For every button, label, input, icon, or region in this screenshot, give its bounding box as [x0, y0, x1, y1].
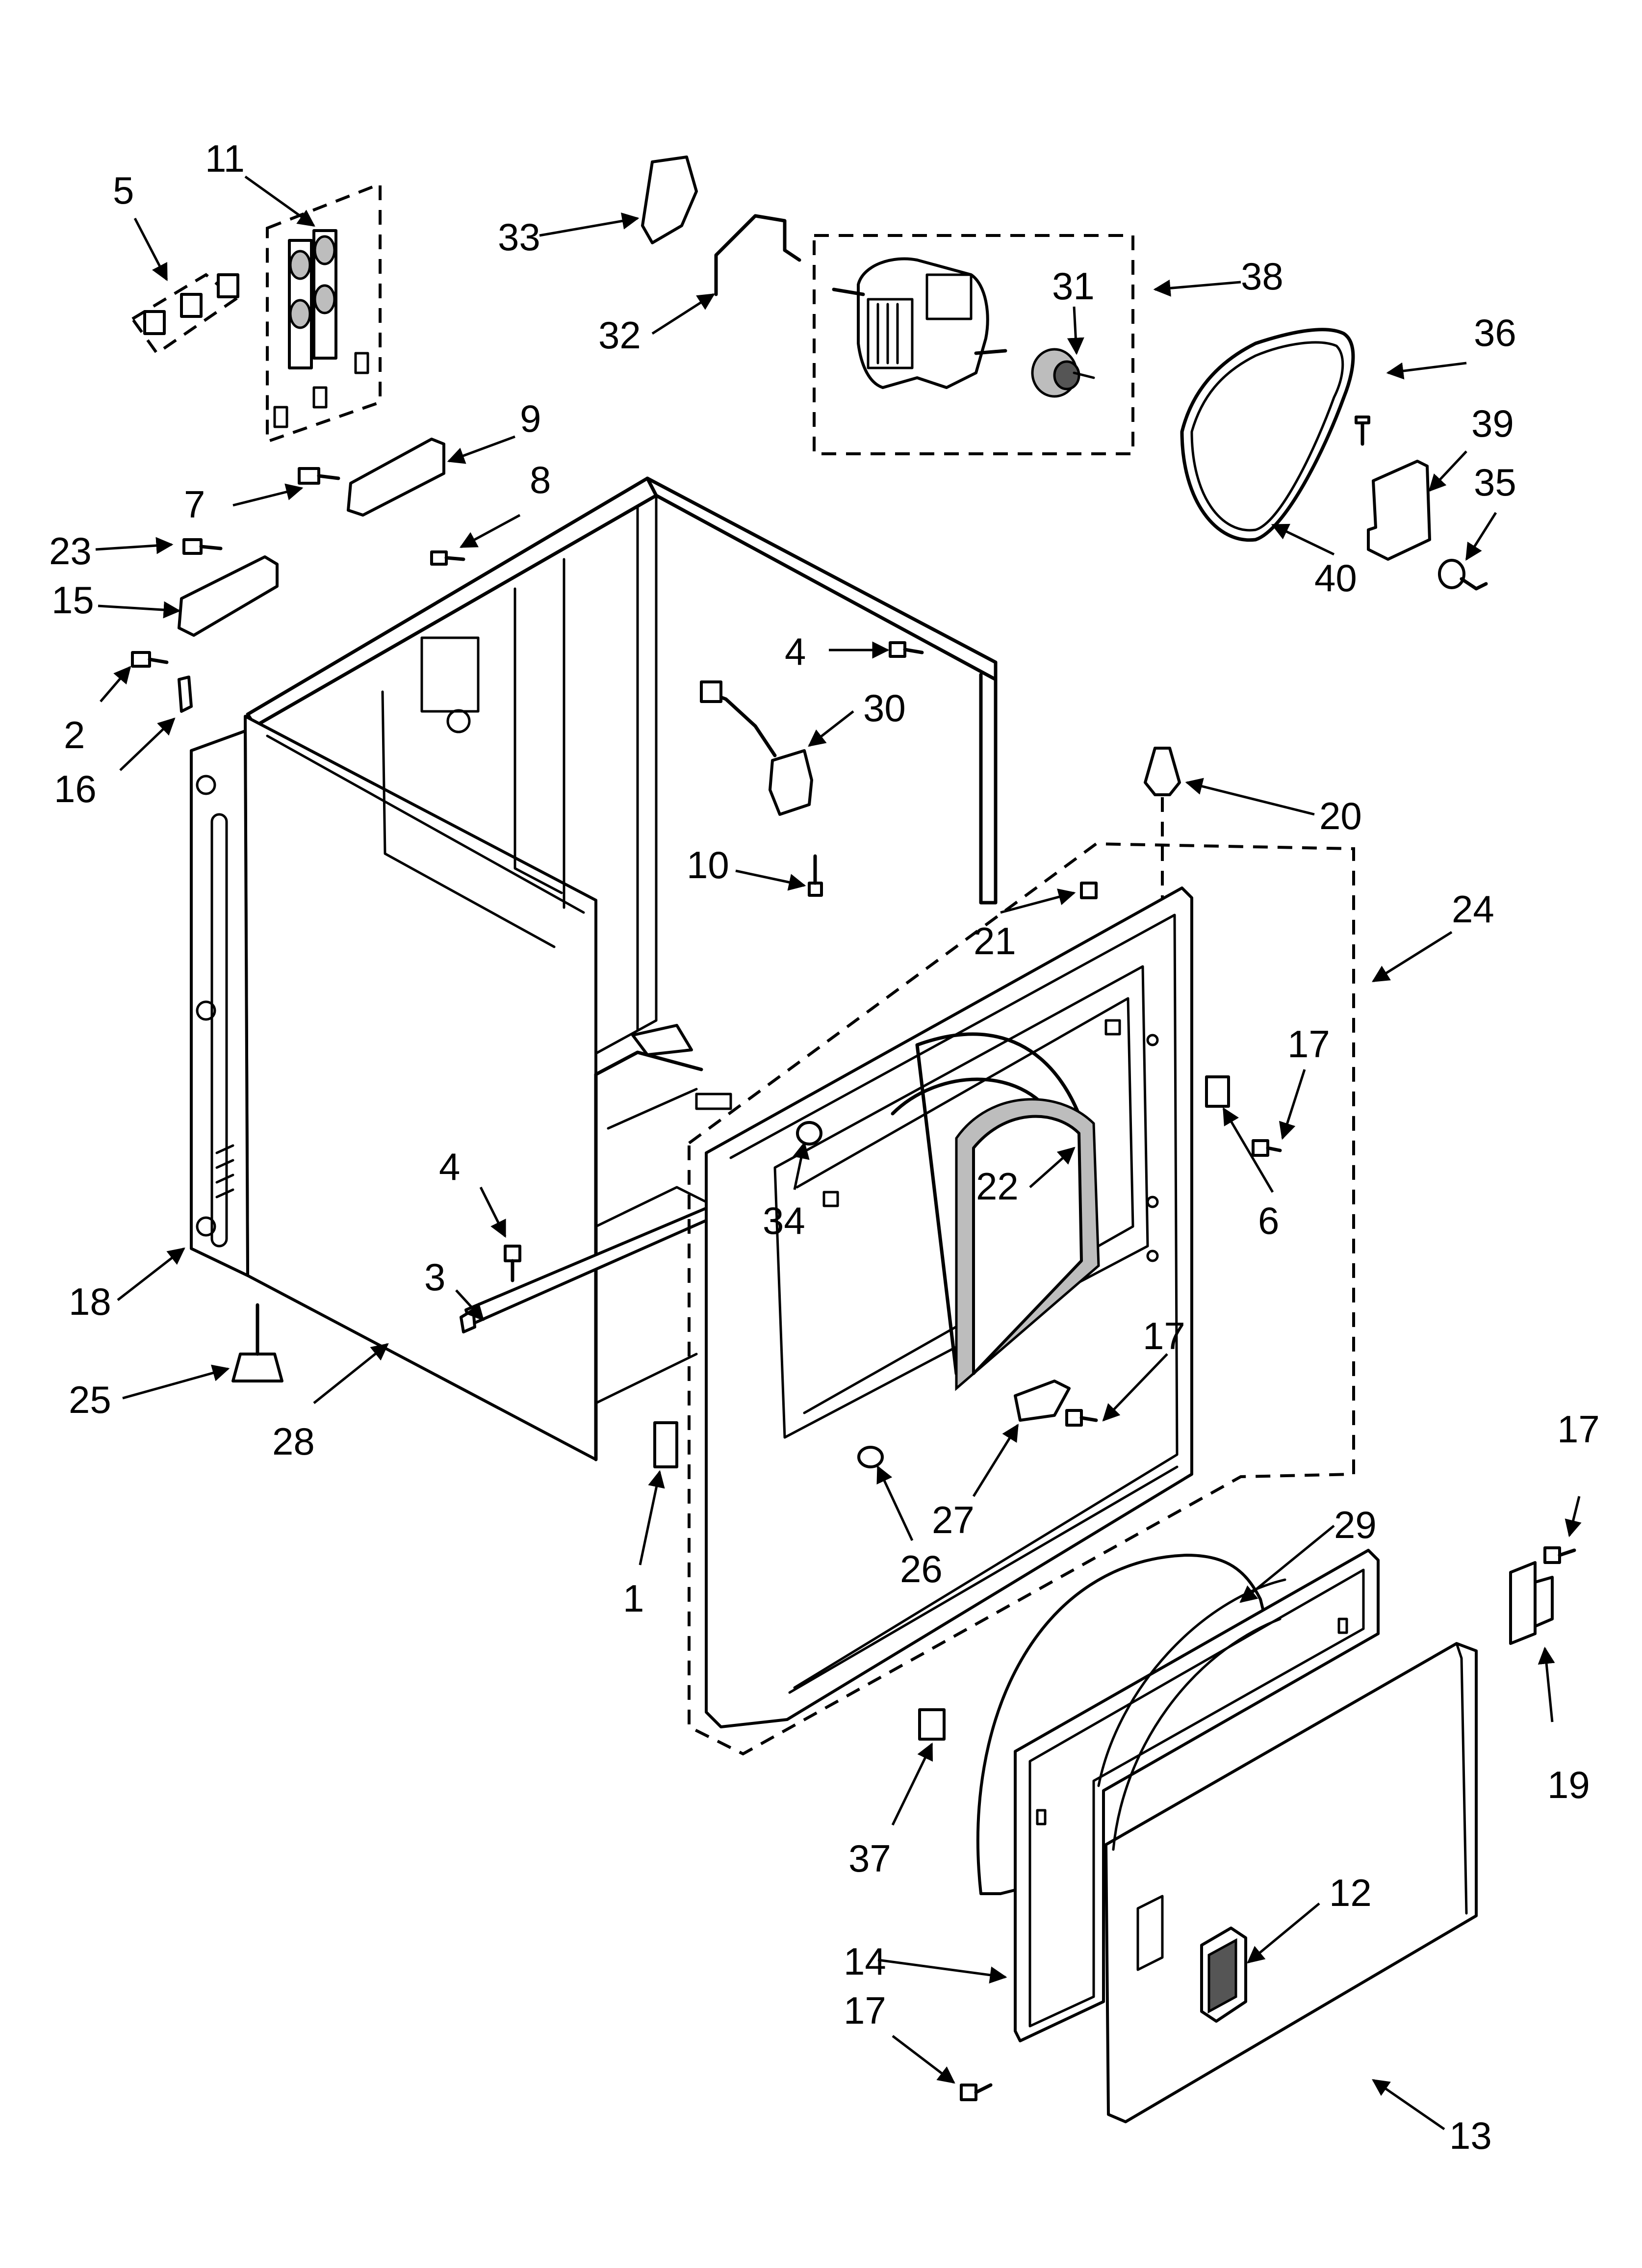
bracket-part-33 [641, 156, 698, 244]
idler-pulley-part-35 [1438, 559, 1488, 591]
drive-belt-inner-edge [1190, 341, 1344, 532]
screw-part-4-lower [504, 1245, 521, 1282]
callout-25: 25 [69, 1378, 111, 1421]
callout-29: 29 [1334, 1503, 1377, 1546]
terminal-block-part-9 [347, 438, 445, 517]
leveling-leg-part-25 [231, 1303, 283, 1382]
clip-part-27 [1014, 1380, 1071, 1422]
door-assembly [976, 1549, 1478, 2123]
callout-9: 9 [520, 397, 541, 440]
callout-6: 6 [1258, 1199, 1279, 1242]
clip-part-21 [1080, 882, 1098, 899]
callout-23: 23 [49, 529, 92, 573]
screw-part-8 [430, 550, 465, 566]
callout-13: 13 [1449, 2114, 1492, 2157]
callout-17-door: 17 [844, 1989, 886, 2032]
callout-2: 2 [64, 713, 85, 756]
callout-33: 33 [498, 215, 540, 259]
sensor-part-34 [796, 1121, 822, 1146]
callout-5: 5 [113, 169, 134, 212]
screw-part-17-right [1252, 1139, 1282, 1157]
connectors-part-5 [130, 273, 239, 356]
screw-part-17-hinge [1543, 1546, 1576, 1564]
clip-part-37 [918, 1708, 946, 1741]
callout-numbers: 11 5 33 32 38 31 36 39 35 40 9 7 8 23 15… [49, 137, 1600, 2157]
screw-part-10 [808, 854, 823, 897]
callout-40: 40 [1314, 556, 1357, 600]
callout-24: 24 [1452, 887, 1494, 931]
callout-38: 38 [1241, 255, 1283, 298]
callout-18: 18 [69, 1280, 111, 1323]
callout-17-mid: 17 [1143, 1314, 1185, 1357]
callout-32: 32 [598, 313, 641, 357]
screw-part-4-upper [889, 641, 924, 658]
screw-part-17-mid [1065, 1409, 1098, 1427]
clip-part-16 [178, 676, 193, 713]
callout-17-hinge: 17 [1557, 1408, 1600, 1451]
callout-8: 8 [530, 458, 551, 501]
plug-part-26 [857, 1446, 884, 1468]
bracket-part-15 [178, 555, 279, 637]
strike-part-6 [1205, 1075, 1230, 1108]
callout-28: 28 [272, 1420, 315, 1463]
drive-belt-part-40 [1180, 328, 1355, 542]
screw-part-2 [131, 651, 169, 668]
wire-part-32 [714, 214, 801, 296]
clip-part-1 [653, 1421, 678, 1468]
callout-11: 11 [205, 137, 245, 180]
callout-4-lower: 4 [439, 1145, 460, 1188]
callout-7: 7 [184, 483, 205, 526]
callout-34: 34 [763, 1199, 805, 1242]
callout-27: 27 [932, 1498, 975, 1541]
callout-39: 39 [1471, 402, 1514, 445]
screw-part-23 [182, 538, 223, 555]
foot-part-20 [1144, 747, 1181, 796]
callout-35: 35 [1474, 461, 1516, 504]
screw-part-7 [298, 467, 340, 485]
door-switch-part-30 [700, 680, 813, 816]
callout-26: 26 [900, 1547, 943, 1590]
front-panel-part-24 [705, 886, 1193, 1728]
callout-15: 15 [51, 578, 94, 622]
hinge-part-19 [1509, 1561, 1554, 1645]
callout-3: 3 [424, 1255, 445, 1299]
callout-14: 14 [844, 1940, 886, 1983]
idler-bracket-part-39 [1367, 460, 1431, 561]
callout-20: 20 [1319, 794, 1362, 837]
callout-10: 10 [687, 843, 729, 886]
callout-1: 1 [623, 1577, 644, 1620]
callout-19: 19 [1547, 1763, 1590, 1806]
callout-16: 16 [54, 767, 97, 810]
callout-4-upper: 4 [785, 630, 806, 673]
cabinet-part-28 [190, 476, 998, 1461]
callout-12: 12 [1329, 1871, 1372, 1914]
terminal-block-part-11 [266, 182, 382, 444]
motor-group-part-38 [813, 234, 1134, 455]
screw-part-36 [1355, 416, 1370, 446]
callout-30: 30 [863, 686, 906, 730]
callout-17-right: 17 [1287, 1022, 1330, 1066]
screw-part-17-door [960, 2083, 993, 2101]
callout-36: 36 [1474, 311, 1516, 354]
callout-37: 37 [848, 1837, 891, 1880]
callout-31: 31 [1052, 264, 1095, 308]
callout-21: 21 [974, 919, 1016, 963]
callout-22: 22 [976, 1165, 1019, 1208]
leader-lines [95, 175, 1582, 2131]
front-panel-assembly-boundary [688, 842, 1355, 1756]
